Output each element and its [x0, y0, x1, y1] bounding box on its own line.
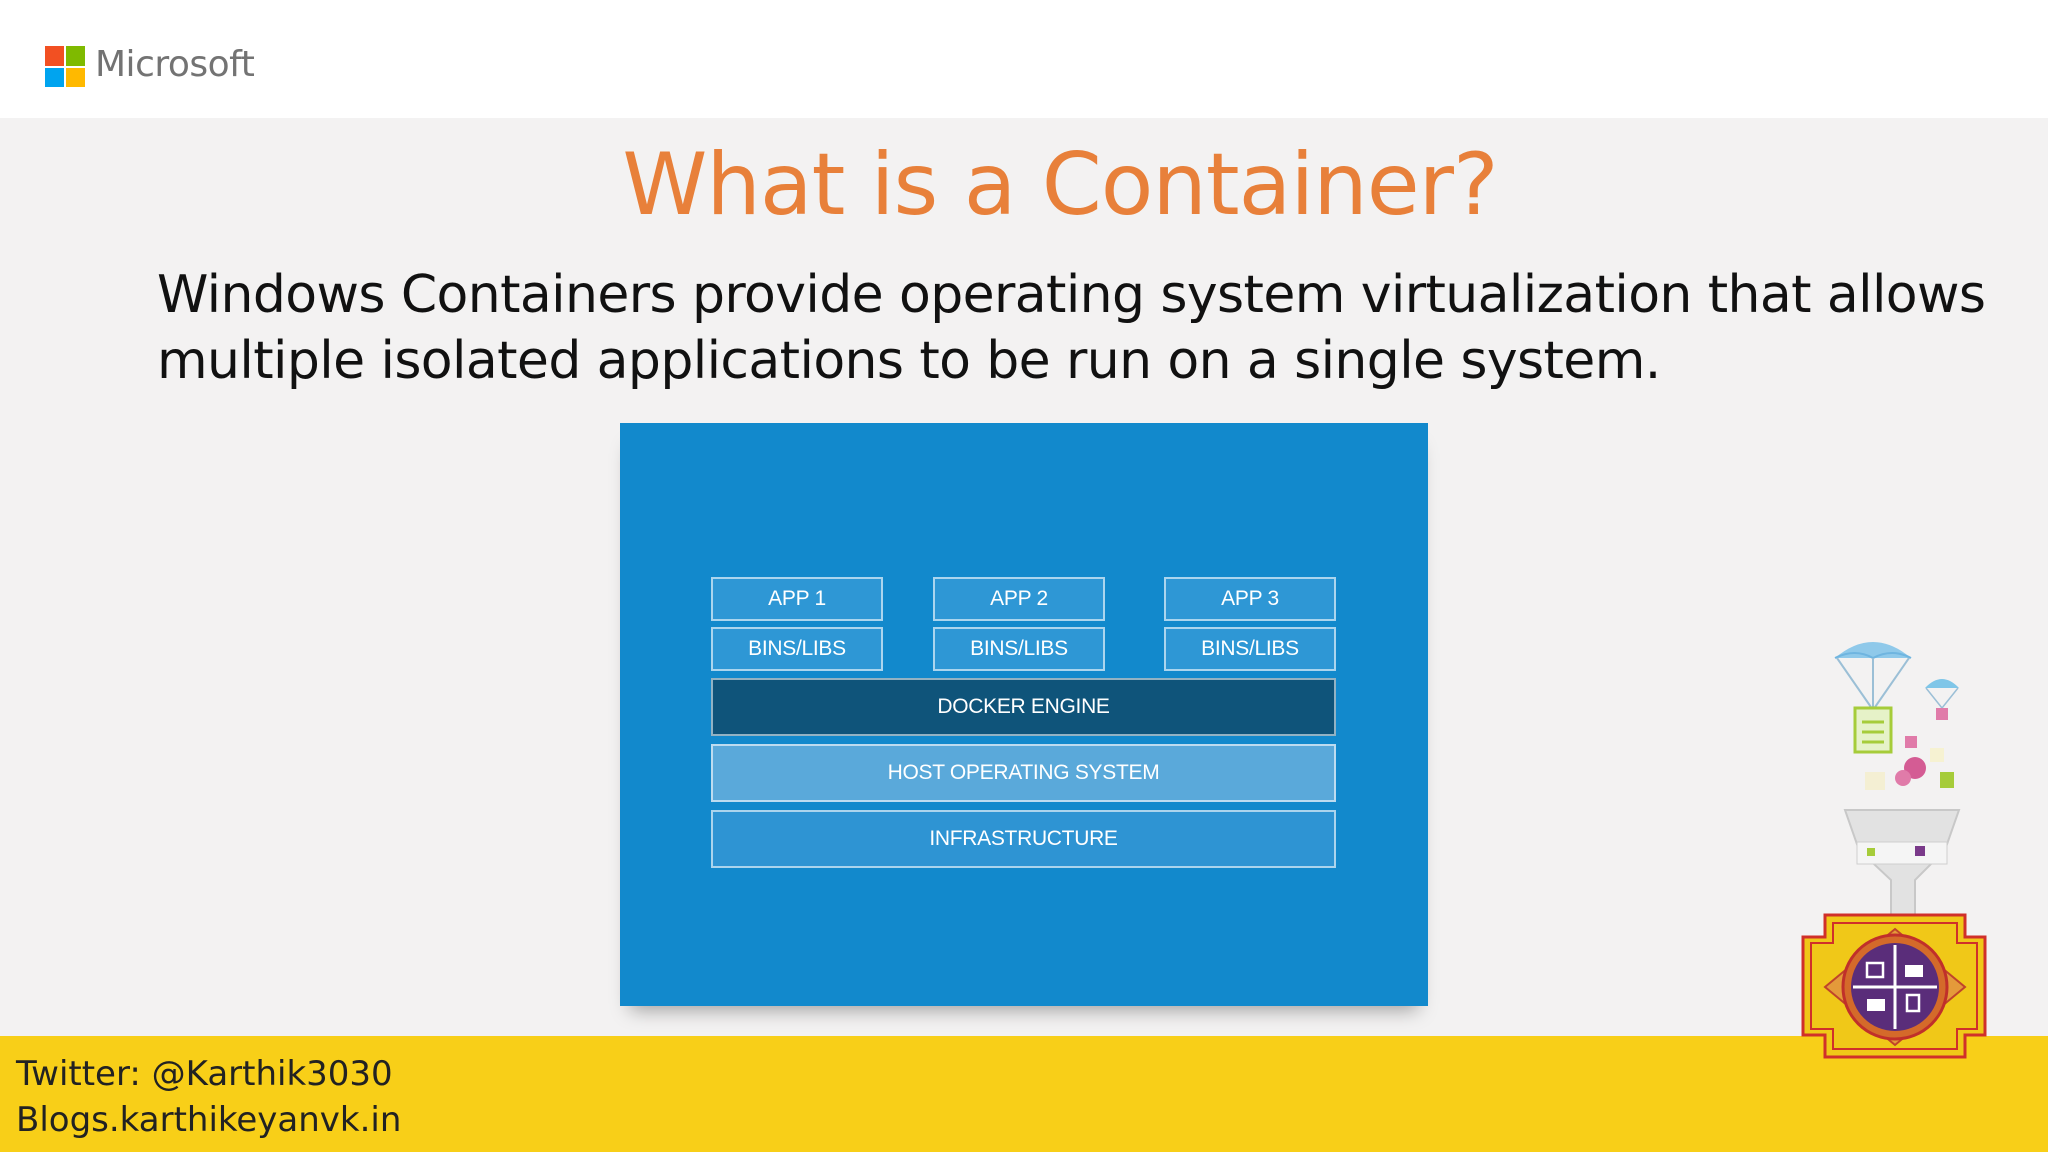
- bins-libs-3-box: BINS/LIBS: [1164, 627, 1336, 671]
- container-architecture-diagram: APP 1 APP 2 APP 3 BINS/LIBS BINS/LIBS BI…: [620, 423, 1428, 1006]
- bins-libs-1-box: BINS/LIBS: [711, 627, 883, 671]
- infrastructure-layer: INFRASTRUCTURE: [711, 810, 1336, 868]
- brand-name: Microsoft: [95, 44, 255, 85]
- parachute-funnel-illustration-icon: [1801, 642, 1987, 1059]
- footer-bar: Twitter: @Karthik3030 Blogs.karthikeyanv…: [0, 1036, 2048, 1152]
- twitter-handle: Twitter: @Karthik3030: [16, 1054, 393, 1094]
- app-2-box: APP 2: [933, 577, 1105, 621]
- description-line-2: multiple isolated applications to be run…: [157, 331, 1661, 391]
- bins-libs-2-box: BINS/LIBS: [933, 627, 1105, 671]
- app-1-box: APP 1: [711, 577, 883, 621]
- description-line-1: Windows Containers provide operating sys…: [157, 265, 1986, 325]
- slide-title: What is a Container?: [622, 135, 1498, 235]
- logo-square-blue: [45, 67, 64, 87]
- blog-url: Blogs.karthikeyanvk.in: [16, 1100, 402, 1140]
- microsoft-logo-icon: [45, 46, 85, 87]
- slide-description: Windows Containers provide operating sys…: [157, 262, 2007, 394]
- header-bar: Microsoft: [0, 0, 2048, 118]
- docker-engine-layer: DOCKER ENGINE: [711, 678, 1336, 736]
- logo-square-red: [45, 46, 64, 66]
- logo-square-green: [66, 46, 85, 66]
- logo-square-yellow: [66, 67, 85, 87]
- app-3-box: APP 3: [1164, 577, 1336, 621]
- host-os-layer: HOST OPERATING SYSTEM: [711, 744, 1336, 802]
